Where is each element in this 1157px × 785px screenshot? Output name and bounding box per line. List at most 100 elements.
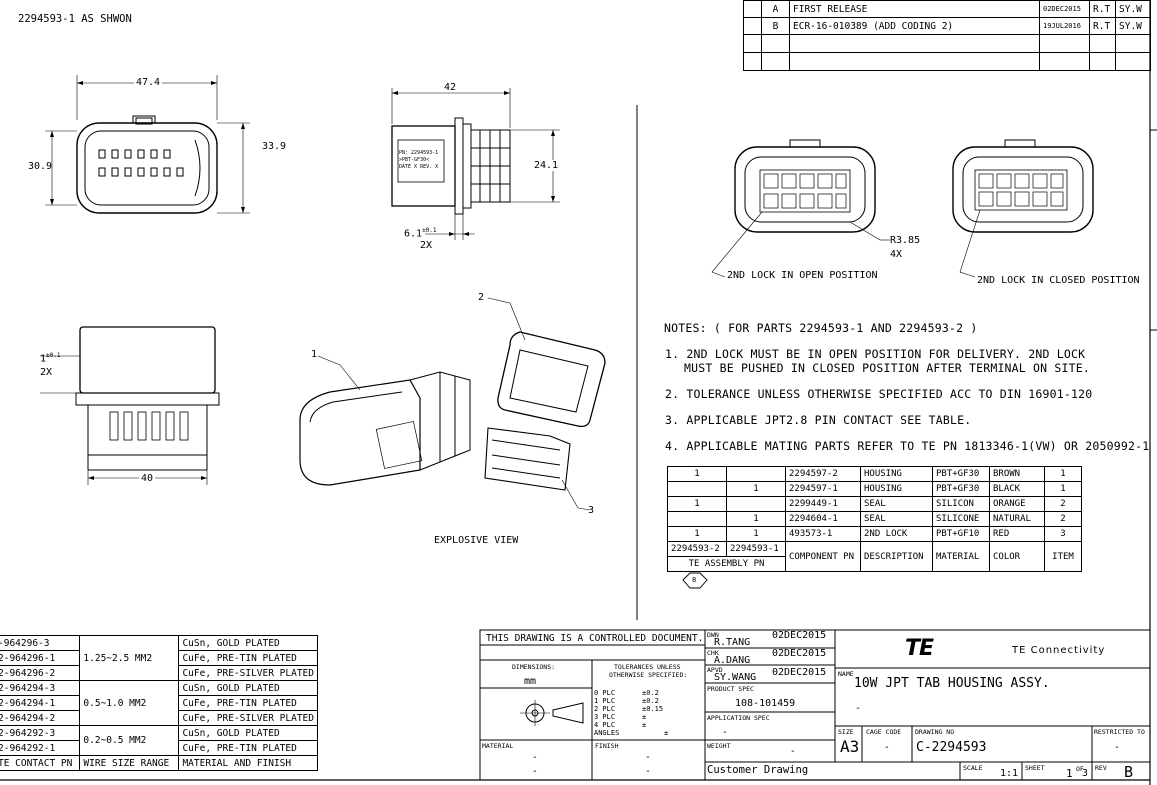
finish-value: -: [645, 766, 651, 777]
weight-label: WEIGHT: [707, 742, 731, 750]
sheet-number: 1: [1066, 767, 1073, 780]
product-spec: 108-101459: [735, 698, 796, 709]
chk-label: CHK: [707, 649, 719, 657]
callout-1: 1: [311, 349, 318, 360]
rev-date: 02DEC2015: [1039, 0, 1090, 18]
revision-row: [743, 34, 1151, 53]
contact-header-mat: MATERIAL AND FINISH: [178, 755, 318, 771]
wire-range: 0.5~1.0 MM2: [79, 680, 180, 726]
rev-desc: ECR-16-010389 (ADD CODING 2): [789, 17, 1040, 35]
bom-balloon: 8: [692, 576, 697, 584]
bottom-view: [40, 326, 220, 485]
rev-approver: SY.W: [1115, 17, 1151, 35]
explosive-view-label: EXPLOSIVE VIEW: [434, 535, 519, 546]
marking-line: DATE X REV. X: [399, 164, 439, 170]
dwn-label: DWN: [707, 631, 719, 639]
bom-header-asm1: 2294593-1: [726, 541, 786, 557]
controlled-document-note: THIS DRAWING IS A CONTROLLED DOCUMENT.: [486, 633, 704, 644]
note-3: 3. APPLICABLE JPT2.8 PIN CONTACT SEE TAB…: [665, 413, 972, 427]
scale-value: 1:1: [1000, 768, 1019, 779]
cage-label: CAGE CODE: [866, 728, 902, 736]
note-1b: MUST BE PUSHED IN CLOSED POSITION AFTER …: [684, 361, 1091, 375]
front-view: [45, 75, 250, 214]
dim-flange-tol: ±0.1: [422, 227, 437, 234]
bom-row: 1 1 493573-1 2ND LOCK PBT+GF10 RED 3: [667, 526, 1082, 542]
dim-flange-value: 6.1: [404, 228, 423, 240]
dimensions-value: mm: [524, 676, 537, 687]
tolerance-label-2: OTHERWISE SPECIFIED:: [609, 671, 688, 679]
closed-lock-label: 2ND LOCK IN CLOSED POSITION: [977, 275, 1140, 286]
bom-row: 1 2294604-1 SEAL SILICONE NATURAL 2: [667, 511, 1082, 527]
rev-letter: B: [761, 17, 790, 35]
dim-radius-qty: 4X: [890, 249, 903, 260]
scale-label: SCALE: [963, 764, 983, 772]
housing-marking: PN: 2294593-1 >PBT-GF30< DATE X REV. X: [399, 150, 438, 171]
rev-value: B: [1124, 763, 1134, 781]
revision-row: B ECR-16-010389 (ADD CODING 2) 19JUL2016…: [743, 17, 1151, 35]
bom-row: 1 2294597-2 HOUSING PBT+GF30 BROWN 1: [667, 466, 1082, 482]
rev-by: R.T: [1089, 0, 1116, 18]
revision-row: [743, 52, 1151, 71]
bom-header-desc: DESCRIPTION: [860, 541, 933, 572]
drawing-name: 10W JPT TAB HOUSING ASSY.: [854, 676, 1050, 691]
contact-row: 2-964294-3 0.5~1.0 MM2 CuSn, GOLD PLATED: [0, 680, 318, 726]
material-label: MATERIAL: [482, 742, 514, 750]
dim-bottom: 1±0.1: [40, 352, 60, 364]
drawing-name-2: -: [855, 703, 862, 714]
bom-header-row: TE ASSEMBLY PN: [667, 556, 1082, 572]
dim-flange-qty: 2X: [420, 240, 433, 251]
chk-name: A.DANG: [714, 655, 751, 666]
bom-row: 1 2299449-1 SEAL SILICON ORANGE 2: [667, 496, 1082, 512]
dim-height-inner: 30.9: [28, 161, 53, 172]
dim-bottom-value: 1: [40, 353, 47, 365]
contact-row: 2-964292-3 0.2~0.5 MM2 CuSn, GOLD PLATED: [0, 725, 318, 756]
restricted-label: RESTRICTED TO: [1094, 728, 1145, 736]
product-spec-label: PRODUCT SPEC: [707, 685, 754, 693]
note-2: 2. TOLERANCE UNLESS OTHERWISE SPECIFIED …: [665, 387, 1093, 401]
bom-header-asm2: 2294593-2: [667, 541, 727, 557]
size-value: A3: [840, 737, 860, 756]
sheet-total: 3: [1082, 768, 1089, 779]
side-view: [391, 88, 560, 240]
contact-table: -964296-3 1.25~2.5 MM2 CuSn, GOLD PLATED…: [0, 635, 318, 771]
contact-row: 2-964294-1 CuFe, PRE-TIN PLATED: [0, 695, 318, 711]
dim-bottom-width: 40: [139, 473, 156, 484]
balloon-shape: [682, 572, 708, 589]
cage-value: -: [884, 742, 890, 753]
customer-drawing: Customer Drawing: [707, 764, 809, 776]
app-spec: -: [722, 727, 728, 738]
bom-header-item: ITEM: [1044, 541, 1082, 572]
dwn-name: R.TANG: [714, 637, 751, 648]
wire-range: 0.2~0.5 MM2: [79, 725, 180, 756]
notes-header: NOTES: ( FOR PARTS 2294593-1 AND 2294593…: [664, 321, 978, 335]
size-label: SIZE: [838, 728, 854, 736]
tolerance-values: ±0.2 ±0.2 ±0.15 ± ± ±: [642, 689, 669, 737]
rev-desc: FIRST RELEASE: [789, 0, 1040, 18]
contact-row: 2-964294-2 CuFe, PRE-SILVER PLATED: [0, 710, 318, 726]
company-name: TE Connectivity: [1012, 645, 1106, 656]
contact-header-pn: TE CONTACT PN: [0, 755, 81, 771]
tolerance-places: 0 PLC 1 PLC 2 PLC 3 PLC 4 PLC ANGLES: [594, 689, 620, 737]
drawing-number: C-2294593: [916, 740, 987, 755]
weight-value: -: [790, 746, 796, 757]
bom-header-pn: COMPONENT PN: [785, 541, 861, 572]
rev-approver: SY.W: [1115, 0, 1151, 18]
callout-3: 3: [588, 505, 595, 516]
bom-header-mat: MATERIAL: [932, 541, 990, 572]
bom-table: 1 2294597-2 HOUSING PBT+GF30 BROWN 1 1 2…: [667, 466, 1082, 572]
chk-date: 02DEC2015: [772, 648, 827, 659]
rev-label: REV: [1095, 764, 1107, 772]
bom-header-color: COLOR: [989, 541, 1045, 572]
te-logo: TE: [905, 636, 934, 661]
top-label: 2294593-1 AS SHWON: [18, 13, 132, 25]
app-spec-label: APPLICATION SPEC: [707, 714, 770, 722]
sheet-of: OF: [1076, 765, 1084, 773]
tolerance-label-1: TOLERANCES UNLESS: [614, 663, 681, 671]
title-block-frame: [479, 629, 1151, 781]
finish-value: -: [645, 752, 651, 763]
dim-radius: R3.85: [890, 235, 921, 246]
note-1a: 1. 2ND LOCK MUST BE IN OPEN POSITION FOR…: [665, 347, 1086, 361]
explosive-view: [299, 297, 606, 511]
dim-width-front: 47.4: [134, 77, 163, 88]
